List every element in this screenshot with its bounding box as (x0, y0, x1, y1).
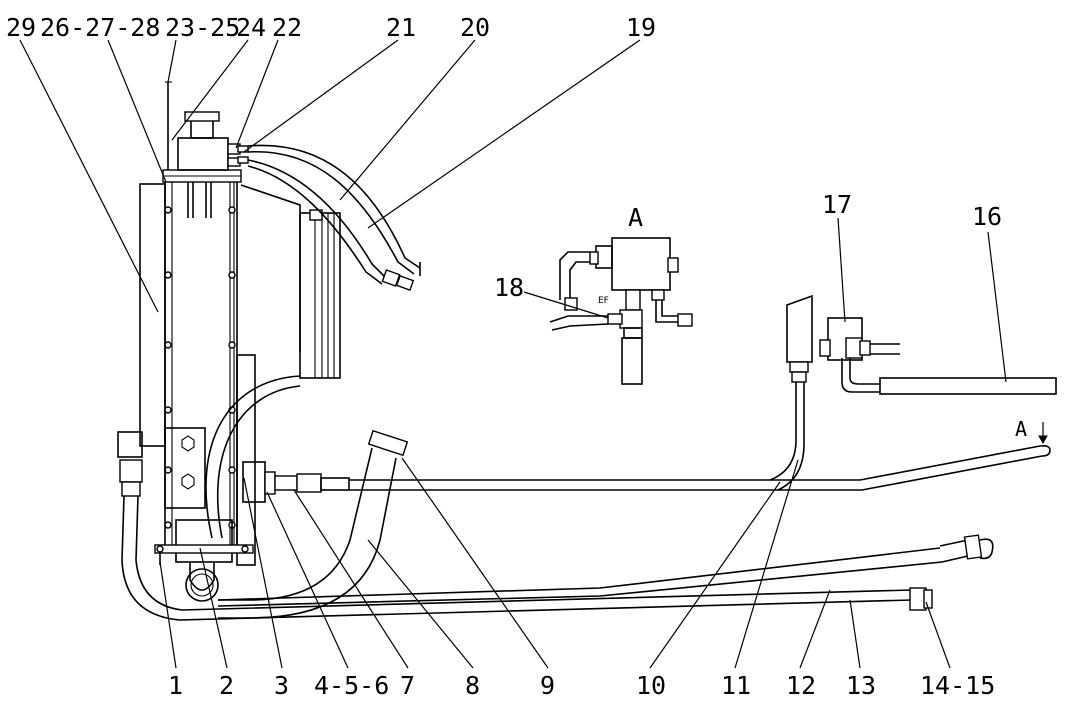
section-arrow-a: A (1015, 417, 1048, 445)
callout-26-27-28: 26-27-28 (40, 13, 160, 42)
detail-view-a: A EF (549, 203, 693, 385)
section-marker: A (1015, 417, 1027, 441)
core-bolts (164, 206, 236, 529)
callout-24: 24 (236, 13, 266, 42)
callout-8: 8 (465, 671, 480, 700)
callout-10: 10 (636, 671, 666, 700)
callout-19: 19 (626, 13, 656, 42)
lower-hoses (119, 382, 994, 621)
callout-2: 2 (219, 671, 234, 700)
callout-20: 20 (460, 13, 490, 42)
fan-shroud (240, 184, 341, 379)
callout-7: 7 (400, 671, 415, 700)
callout-21: 21 (386, 13, 416, 42)
cooler-assembly (117, 81, 266, 602)
callout-16: 16 (972, 202, 1002, 231)
leader-lines (19, 39, 1007, 669)
return-hoses (247, 144, 421, 291)
callout-1: 1 (168, 671, 183, 700)
callout-9: 9 (540, 671, 555, 700)
suction-pipes (205, 375, 1051, 619)
callout-labels: 29 26-27-28 23-25 24 22 21 20 19 17 16 1… (6, 13, 1002, 700)
callout-23-25: 23-25 (165, 13, 240, 42)
callout-3: 3 (274, 671, 289, 700)
callout-22: 22 (272, 13, 302, 42)
detail-view-label: A (628, 203, 643, 232)
callout-29: 29 (6, 13, 36, 42)
callout-18: 18 (494, 273, 524, 302)
callout-17: 17 (822, 190, 852, 219)
pump-side-components (786, 294, 1057, 395)
callout-11: 11 (721, 671, 751, 700)
callout-13: 13 (846, 671, 876, 700)
fitting-mark: EF (598, 296, 609, 306)
callout-4-5-6: 4-5-6 (314, 671, 389, 700)
callout-14-15: 14-15 (920, 671, 995, 700)
callout-12: 12 (786, 671, 816, 700)
